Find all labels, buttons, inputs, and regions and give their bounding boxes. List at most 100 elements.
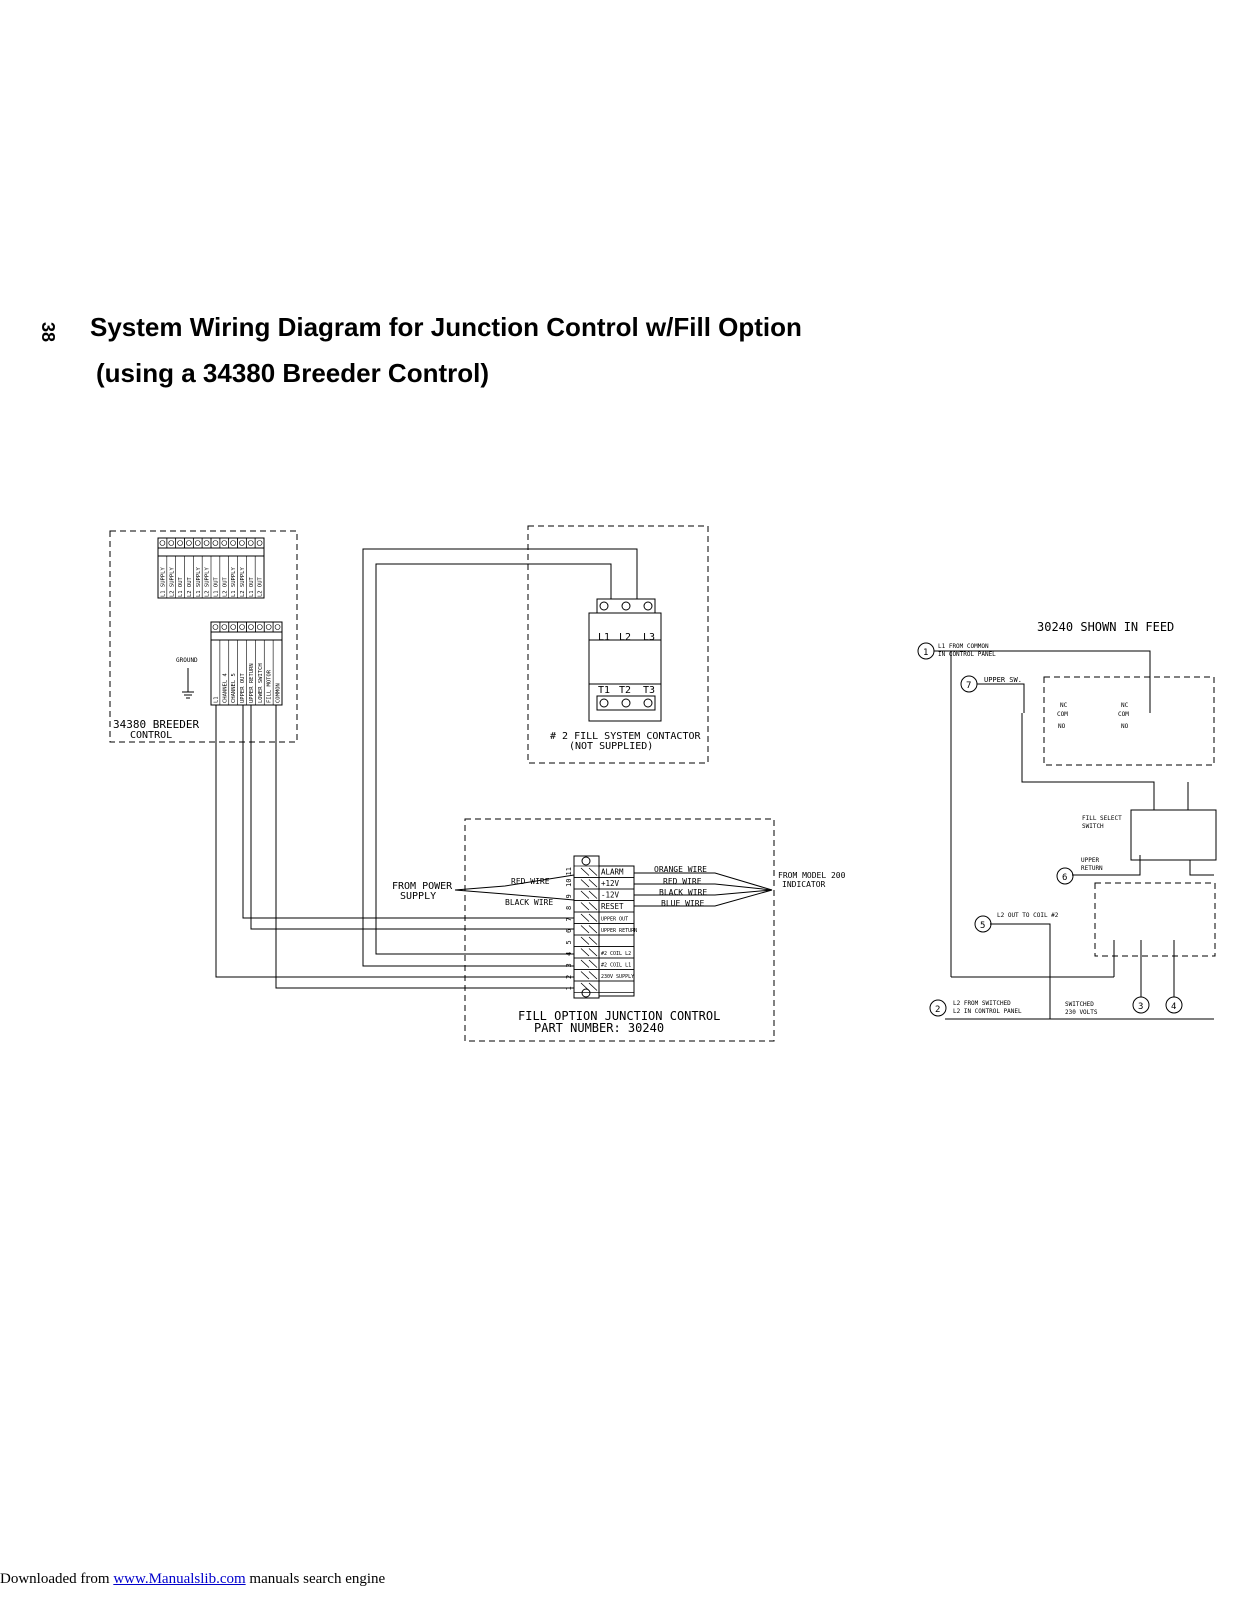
com-label-right: COM: [1118, 711, 1129, 718]
l1-common-label-1: L1 FROM COMMON: [938, 643, 989, 650]
junction-terminal-number-5: 5: [565, 940, 573, 944]
junction-terminal-row-7: [573, 911, 600, 924]
right-wire-black: BLACK WIRE: [659, 888, 707, 897]
breeder-bottom-screw-4: [246, 621, 256, 633]
junction-terminal-label-11: ALARM: [601, 868, 624, 877]
contactor-bottom-screw-2: [643, 698, 653, 708]
contactor-top-screw-0: [599, 601, 609, 611]
junction-control-box: [464, 818, 775, 1042]
junction-terminal-number-1: 1: [565, 986, 573, 990]
footer: Downloaded from www.Manualslib.com manua…: [0, 1571, 385, 1588]
breeder-top-screw-1: [166, 537, 177, 549]
junction-terminal-label-6: UPPER RETURN: [601, 928, 637, 934]
breeder-top-label-9: L2 SUPPLY: [240, 567, 246, 597]
breeder-bottom-label-6: FILL MOTOR: [267, 669, 273, 703]
breeder-bottom-screw-head-5: [257, 624, 263, 630]
contactor-bottom-screw-0: [599, 698, 609, 708]
breeder-top-label-1: L2 SUPPLY: [169, 567, 175, 597]
red-wire-label: RED WIRE: [511, 877, 550, 886]
right-header: 30240 SHOWN IN FEED: [1037, 620, 1174, 634]
circle-2: 2: [935, 1005, 940, 1015]
nc-label-left: NC: [1060, 702, 1068, 709]
breeder-top-screw-4: [192, 537, 203, 549]
breeder-top-label-10: L1 OUT: [249, 576, 255, 597]
page-subtitle: (using a 34380 Breeder Control): [96, 358, 489, 388]
junction-terminal-row-5: [573, 934, 600, 947]
contactor-top-screw-1: [621, 601, 631, 611]
junction-screw-slot-b-7: [588, 913, 598, 922]
junction-screw-slot-4: [580, 948, 590, 957]
circle-6: 6: [1062, 873, 1067, 883]
junction-terminal-row-2: [573, 969, 600, 982]
no-label-right: NO: [1121, 723, 1129, 730]
breeder-bottom-label-3: UPPER OUT: [240, 673, 246, 703]
l1-common-label-2: IN CONTROL PANEL: [938, 651, 996, 658]
breeder-top-screw-8: [228, 537, 238, 549]
upper-return-label-1: UPPER: [1081, 857, 1099, 864]
breeder-top-screw-9: [237, 537, 247, 549]
junction-terminal-number-4: 4: [565, 952, 573, 956]
contactor-bottom-screw-1: [621, 698, 631, 708]
breeder-top-screw-head-3: [186, 540, 192, 546]
no-label-left: NO: [1058, 723, 1066, 730]
junction-screw-slot-b-1: [588, 982, 598, 991]
breeder-top-screw-7: [219, 537, 230, 549]
junction-terminal-number-11: 11: [565, 867, 573, 875]
junction-terminal-label-9: -12V: [601, 891, 620, 900]
indicator-wires: [634, 872, 773, 907]
ground-label: GROUND: [176, 657, 198, 664]
contactor-label-2: (NOT SUPPLIED): [569, 741, 653, 752]
fill-select-label-2: SWITCH: [1082, 823, 1104, 830]
junction-screw-slot-b-5: [588, 936, 598, 945]
wires-contactor-to-junction: [362, 548, 638, 967]
breeder-top-screw-head-11: [256, 540, 263, 546]
breeder-bottom-screw-head-1: [221, 624, 228, 630]
contactor-top-screw-2: [643, 601, 653, 611]
junction-terminal-row-6: [573, 923, 600, 936]
nc-label-right: NC: [1121, 702, 1129, 709]
junction-screw-slot-b-10: [588, 879, 598, 888]
breeder-bottom-label-0: L1: [213, 696, 219, 703]
breeder-top-screw-head-0: [159, 540, 166, 546]
circle-5: 5: [980, 921, 985, 931]
breeder-top-label-2: L1 OUT: [178, 576, 184, 597]
breeder-label-2: CONTROL: [130, 730, 172, 741]
junction-screw-slot-b-8: [588, 902, 598, 911]
wires-breeder-to-junction: [215, 705, 574, 989]
contactor-t3: T3: [643, 685, 655, 696]
ground-symbol: [182, 668, 194, 699]
upper-return-label-2: RETURN: [1081, 865, 1103, 872]
power-supply-wires: [454, 874, 575, 901]
junction-screw-slot-6: [580, 925, 590, 934]
breeder-top-screw-0: [157, 537, 168, 549]
circle-4: 4: [1171, 1002, 1176, 1012]
junction-label-cell-1: [598, 980, 635, 993]
junction-terminal-row-1: [573, 980, 600, 993]
junction-screw-slot-8: [580, 902, 590, 911]
breeder-top-label-0: L1 SUPPLY: [160, 567, 166, 597]
fill-select-label-1: FILL SELECT: [1082, 815, 1122, 822]
com-label-left: COM: [1057, 711, 1068, 718]
breeder-bottom-screw-head-6: [265, 624, 272, 630]
breeder-top-label-8: L1 SUPPLY: [231, 567, 237, 597]
junction-terminal-number-3: 3: [565, 963, 573, 967]
page-title: System Wiring Diagram for Junction Contr…: [90, 312, 802, 342]
breeder-top-screw-head-6: [212, 540, 219, 546]
breeder-top-label-11: L2 OUT: [258, 576, 264, 597]
junction-screw-slot-2: [580, 971, 590, 980]
contactor-t1: T1: [598, 685, 610, 696]
junction-terminal-number-6: 6: [565, 929, 573, 933]
breeder-bottom-label-5: LOWER SWITCH: [258, 663, 264, 703]
breeder-bottom-screw-head-7: [274, 624, 281, 630]
breeder-top-screw-10: [245, 537, 256, 549]
junction-terminal-row-3: [573, 957, 600, 970]
breeder-top-screw-head-9: [239, 540, 245, 546]
breeder-top-screw-head-5: [203, 540, 210, 546]
breeder-control-box: [109, 530, 298, 743]
junction-screw-slot-7: [580, 913, 590, 922]
junction-label-1: FILL OPTION JUNCTION CONTROL: [518, 1009, 720, 1023]
footer-suffix: manuals search engine: [245, 1571, 386, 1587]
footer-link[interactable]: www.Manualslib.com: [113, 1571, 246, 1587]
